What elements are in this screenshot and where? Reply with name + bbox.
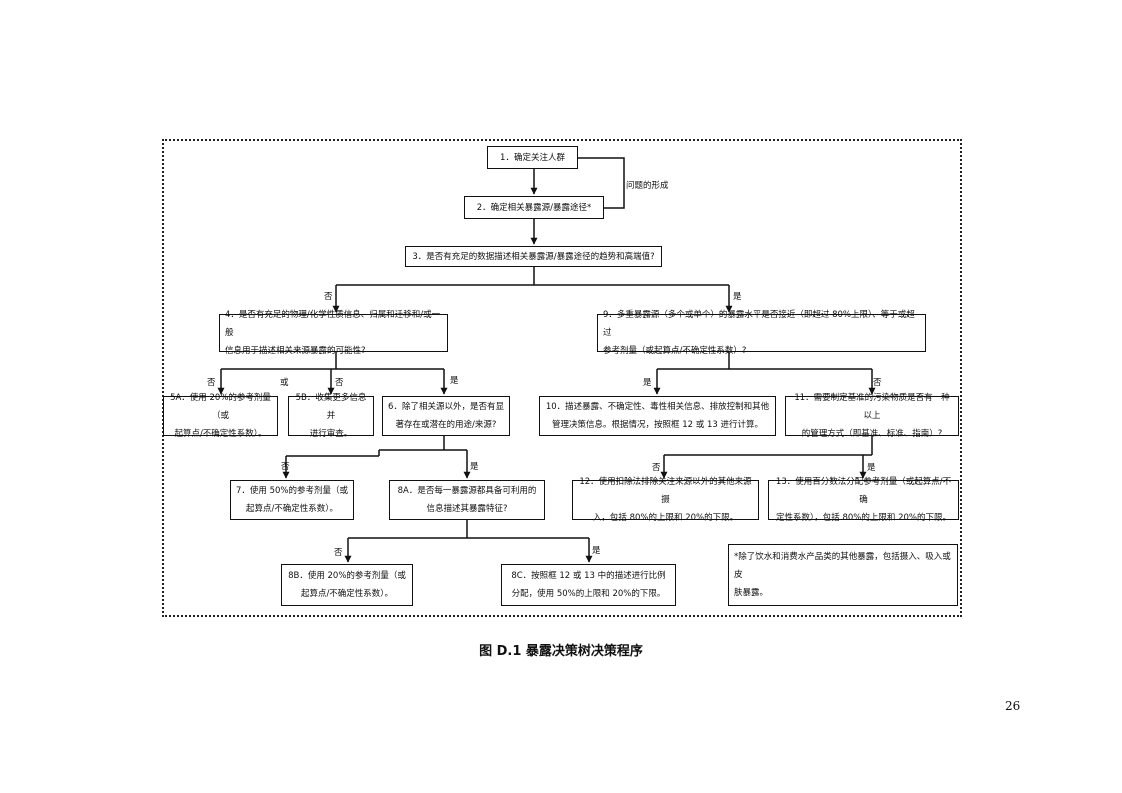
- label-n3-no: 否: [324, 292, 333, 302]
- node-4-physchem-info: 4．是否有充足的物理/化学性质信息、归属和迁移和/或一般 信息用于描述相关来源暴…: [219, 310, 448, 356]
- label-n11-yes: 是: [867, 463, 876, 473]
- label-n11-no: 否: [652, 463, 661, 473]
- label-n4-yes: 是: [450, 376, 459, 386]
- node-3-adequate-data: 3．是否有充足的数据描述相关暴露源/暴露途径的趋势和高端值?: [405, 246, 662, 267]
- node-6-other-sources: 6．除了相关源以外，是否有显 著存在或潜在的用途/来源?: [382, 396, 510, 436]
- figure-caption: 图 D.1 暴露决策树决策程序: [479, 644, 643, 659]
- node-8c-apportion: 8C．按照框 12 或 13 中的描述进行比例 分配，使用 50%的上限和 20…: [501, 564, 676, 606]
- label-problem-formulation: 问题的形成: [626, 181, 669, 191]
- label-n4-no2: 否: [335, 378, 344, 388]
- node-10-characterize: 10．描述暴露、不确定性、毒性相关信息、排放控制和其他 管理决策信息。根据情况，…: [539, 396, 776, 436]
- node-1-identify-population: 1．确定关注人群: [487, 146, 578, 169]
- label-n8a-no: 否: [334, 548, 343, 558]
- label-n9-yes: 是: [643, 378, 652, 388]
- node-13-percentage: 13．使用百分数法分配参考剂量（或起算点/不确 定性系数），包括 80%的上限和…: [768, 477, 959, 523]
- node-8b-use-20pct: 8B．使用 20%的参考剂量（或 起算点/不确定性系数）。: [281, 564, 413, 606]
- label-n9-no: 否: [873, 378, 882, 388]
- node-5a-use-20pct: 5A．使用 20%的参考剂量（或 起算点/不确定性系数）。: [163, 393, 278, 439]
- label-n3-yes: 是: [733, 292, 742, 302]
- label-n4-no: 否: [207, 378, 216, 388]
- edge-feedback: [578, 157, 625, 209]
- node-5b-collect-info: 5B．收集更多信息并 进行审查。: [288, 393, 374, 439]
- label-n8a-yes: 是: [592, 546, 601, 556]
- node-2-identify-sources: 2．确定相关暴露源/暴露途径*: [464, 196, 604, 219]
- node-12-subtraction: 12．使用扣除法排除关注来源以外的其他来源摄 入，包括 80%的上限和 20%的…: [572, 477, 759, 523]
- node-11-multiple-management: 11．需要制定基准的污染物质是否有一种以上 的管理方式（即基准、标准、指南）?: [785, 393, 959, 439]
- page-number: 26: [1005, 699, 1021, 713]
- label-n4-or: 或: [280, 378, 289, 388]
- label-n6-yes: 是: [470, 462, 479, 472]
- label-n6-no: 否: [281, 462, 290, 472]
- node-8a-info-each-source: 8A．是否每一暴露源都具备可利用的 信息描述其暴露特征?: [389, 480, 545, 520]
- dotted-frame: [162, 139, 962, 617]
- node-7-use-50pct: 7．使用 50%的参考剂量（或 起算点/不确定性系数）。: [230, 480, 354, 520]
- node-9-multiple-sources: 9．多重暴露源（多个或单个）的暴露水平是否接近（即超过 80%上限）、等于或超过…: [597, 310, 926, 356]
- footnote-box: *除了饮水和消费水产品类的其他暴露，包括摄入、吸入或皮 肤暴露。: [728, 544, 958, 606]
